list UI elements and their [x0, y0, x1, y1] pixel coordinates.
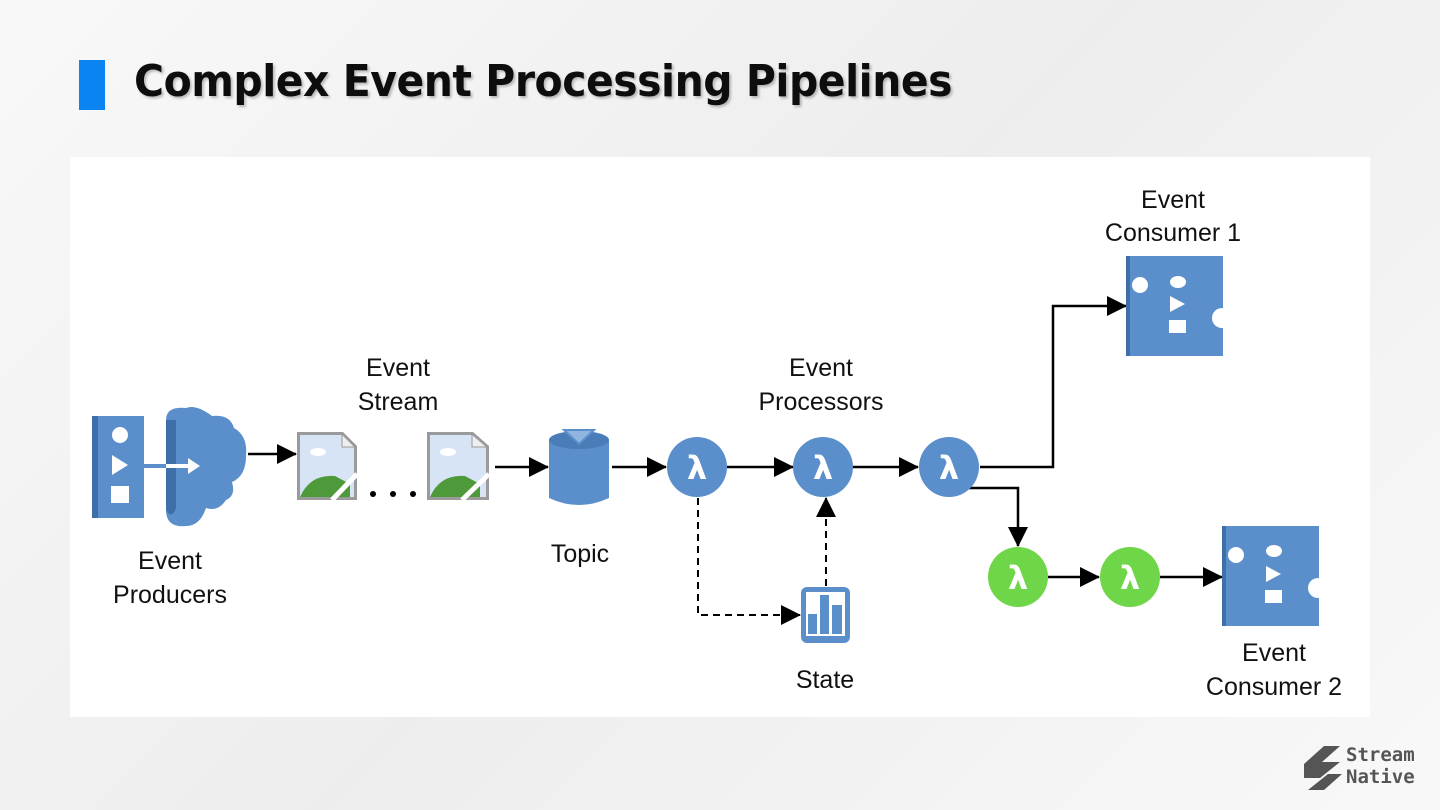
topic-bucket-icon [549, 429, 609, 505]
lambda-icon: λ [687, 449, 707, 487]
event-image-icon-2 [427, 432, 491, 502]
processor-node-2: λ [793, 437, 853, 497]
diagram-panel [70, 157, 1370, 717]
processor-node-3: λ [919, 437, 979, 497]
consumer1-label-2: Consumer 1 [1105, 219, 1241, 247]
producers-label-1: Event [138, 547, 202, 575]
edge-processor3-green1 [968, 486, 1028, 547]
processors-label-1: Event [789, 354, 853, 382]
green-processor-node-2: λ [1100, 547, 1160, 607]
lambda-icon: λ [1008, 559, 1028, 597]
title-accent-bar [79, 60, 105, 110]
slide-title: Complex Event Processing Pipelines [134, 56, 953, 107]
logo-text: Stream Native [1346, 744, 1415, 788]
producer-cloud-icon [92, 407, 247, 527]
edge-processor1-state-dashed [697, 498, 801, 625]
lambda-icon: λ [1120, 559, 1140, 597]
state-label: State [796, 666, 854, 694]
lambda-icon: λ [813, 449, 833, 487]
logo-line-1: Stream [1346, 744, 1415, 766]
consumer-app-icon-2 [1222, 526, 1328, 626]
consumer1-label-1: Event [1141, 186, 1205, 214]
green-processor-node-1: λ [988, 547, 1048, 607]
event-image-icon-1 [297, 432, 359, 502]
processor-node-1: λ [667, 437, 727, 497]
state-chart-icon [801, 587, 850, 643]
consumer-app-icon-1 [1126, 256, 1232, 356]
producers-label-2: Producers [113, 581, 227, 609]
lambda-icon: λ [939, 449, 959, 487]
logo-line-2: Native [1346, 766, 1415, 788]
processors-label-2: Processors [758, 388, 883, 416]
edge-processor3-consumer1 [980, 296, 1127, 469]
consumer2-label-1: Event [1242, 639, 1306, 667]
edges [248, 296, 1223, 625]
ellipsis-dots [370, 491, 416, 497]
consumer2-label-2: Consumer 2 [1206, 673, 1342, 701]
streamnative-logo-icon [1304, 746, 1342, 790]
topic-label: Topic [551, 540, 609, 568]
stream-label-1: Event [366, 354, 430, 382]
stream-label-2: Stream [358, 388, 439, 416]
